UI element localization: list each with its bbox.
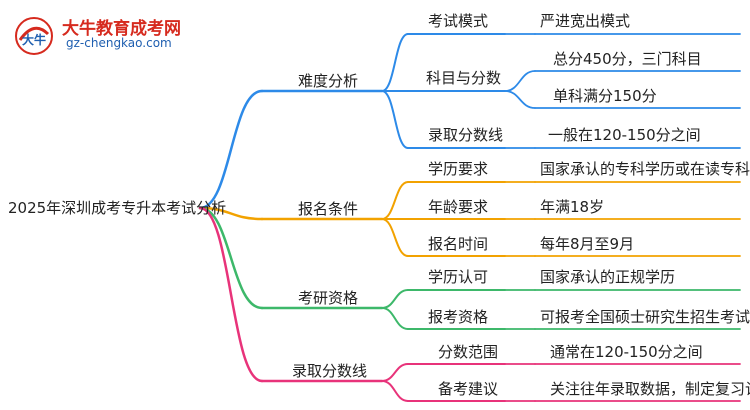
root-to-branch-link-0 bbox=[198, 89, 264, 210]
leaf-cutoff-range: 一般在120-150分之间 bbox=[548, 126, 701, 144]
branch-to-sub-link-1-0 bbox=[381, 181, 409, 220]
leaf-diploma: 国家承认的专科学历或在读专科生 bbox=[540, 160, 750, 178]
subtopic-exam-mode: 考试模式 bbox=[428, 12, 489, 30]
subtopic-education-req: 学历要求 bbox=[428, 160, 489, 178]
logo-url: gz-chengkao.com bbox=[66, 36, 172, 50]
subtopic-exam-eligibility: 报考资格 bbox=[428, 308, 489, 326]
leaf-formal-degree: 国家承认的正规学历 bbox=[540, 268, 676, 286]
subtopic-prep-advice: 备考建议 bbox=[438, 380, 499, 398]
subtopic-registration-time: 报名时间 bbox=[428, 235, 489, 253]
branch-to-sub-link-0-0 bbox=[381, 33, 409, 92]
leaf-strict-entry: 严进宽出模式 bbox=[540, 12, 631, 30]
leaf-age: 年满18岁 bbox=[540, 198, 605, 216]
root-to-branch-link-2 bbox=[198, 206, 264, 310]
subtopic-degree-recognition: 学历认可 bbox=[428, 268, 489, 286]
subtopic-cutoff-score: 录取分数线 bbox=[428, 126, 504, 144]
subtopic-age-req: 年龄要求 bbox=[428, 198, 489, 216]
branch-to-sub-link-2-0 bbox=[381, 289, 409, 309]
logo-title: 大牛教育成考网 bbox=[62, 19, 181, 39]
leaf-single-subject: 单科满分150分 bbox=[553, 87, 657, 105]
branch-node-postgrad: 考研资格 bbox=[298, 289, 359, 307]
branch-to-sub-link-3-1 bbox=[381, 380, 409, 402]
sub-to-leaf-link-0-1-1 bbox=[504, 90, 536, 109]
branch-node-requirements: 报名条件 bbox=[298, 200, 359, 218]
branch-to-sub-link-3-0 bbox=[381, 363, 409, 382]
branch-node-cutoff: 录取分数线 bbox=[292, 362, 368, 380]
logo-mark-icon: 大牛 bbox=[15, 17, 53, 55]
branch-node-difficulty: 难度分析 bbox=[298, 72, 359, 90]
root-to-branch-link-1 bbox=[198, 206, 264, 221]
branch-to-sub-link-2-1 bbox=[381, 307, 409, 330]
leaf-national-exam: 可报考全国硕士研究生招生考试 bbox=[540, 308, 750, 326]
leaf-total-score: 总分450分，三门科目 bbox=[553, 50, 702, 68]
leaf-reg-period: 每年8月至9月 bbox=[540, 235, 635, 253]
logo-mark-text: 大牛 bbox=[22, 32, 46, 47]
root-node: 2025年深圳成考专升本考试分析 bbox=[8, 199, 227, 217]
branch-to-sub-link-0-2 bbox=[381, 90, 409, 149]
leaf-review-plan: 关注往年录取数据，制定复习计划 bbox=[550, 380, 750, 398]
leaf-usual-range: 通常在120-150分之间 bbox=[550, 343, 703, 361]
sub-to-leaf-link-0-1-0 bbox=[504, 70, 536, 92]
subtopic-score-range: 分数范围 bbox=[438, 343, 499, 361]
branch-to-sub-link-1-2 bbox=[381, 218, 409, 257]
site-logo[interactable]: 大牛 大牛教育成考网 gz-chengkao.com bbox=[10, 12, 240, 58]
root-to-branch-link-3 bbox=[198, 206, 264, 383]
subtopic-subjects-scores: 科目与分数 bbox=[426, 69, 502, 87]
